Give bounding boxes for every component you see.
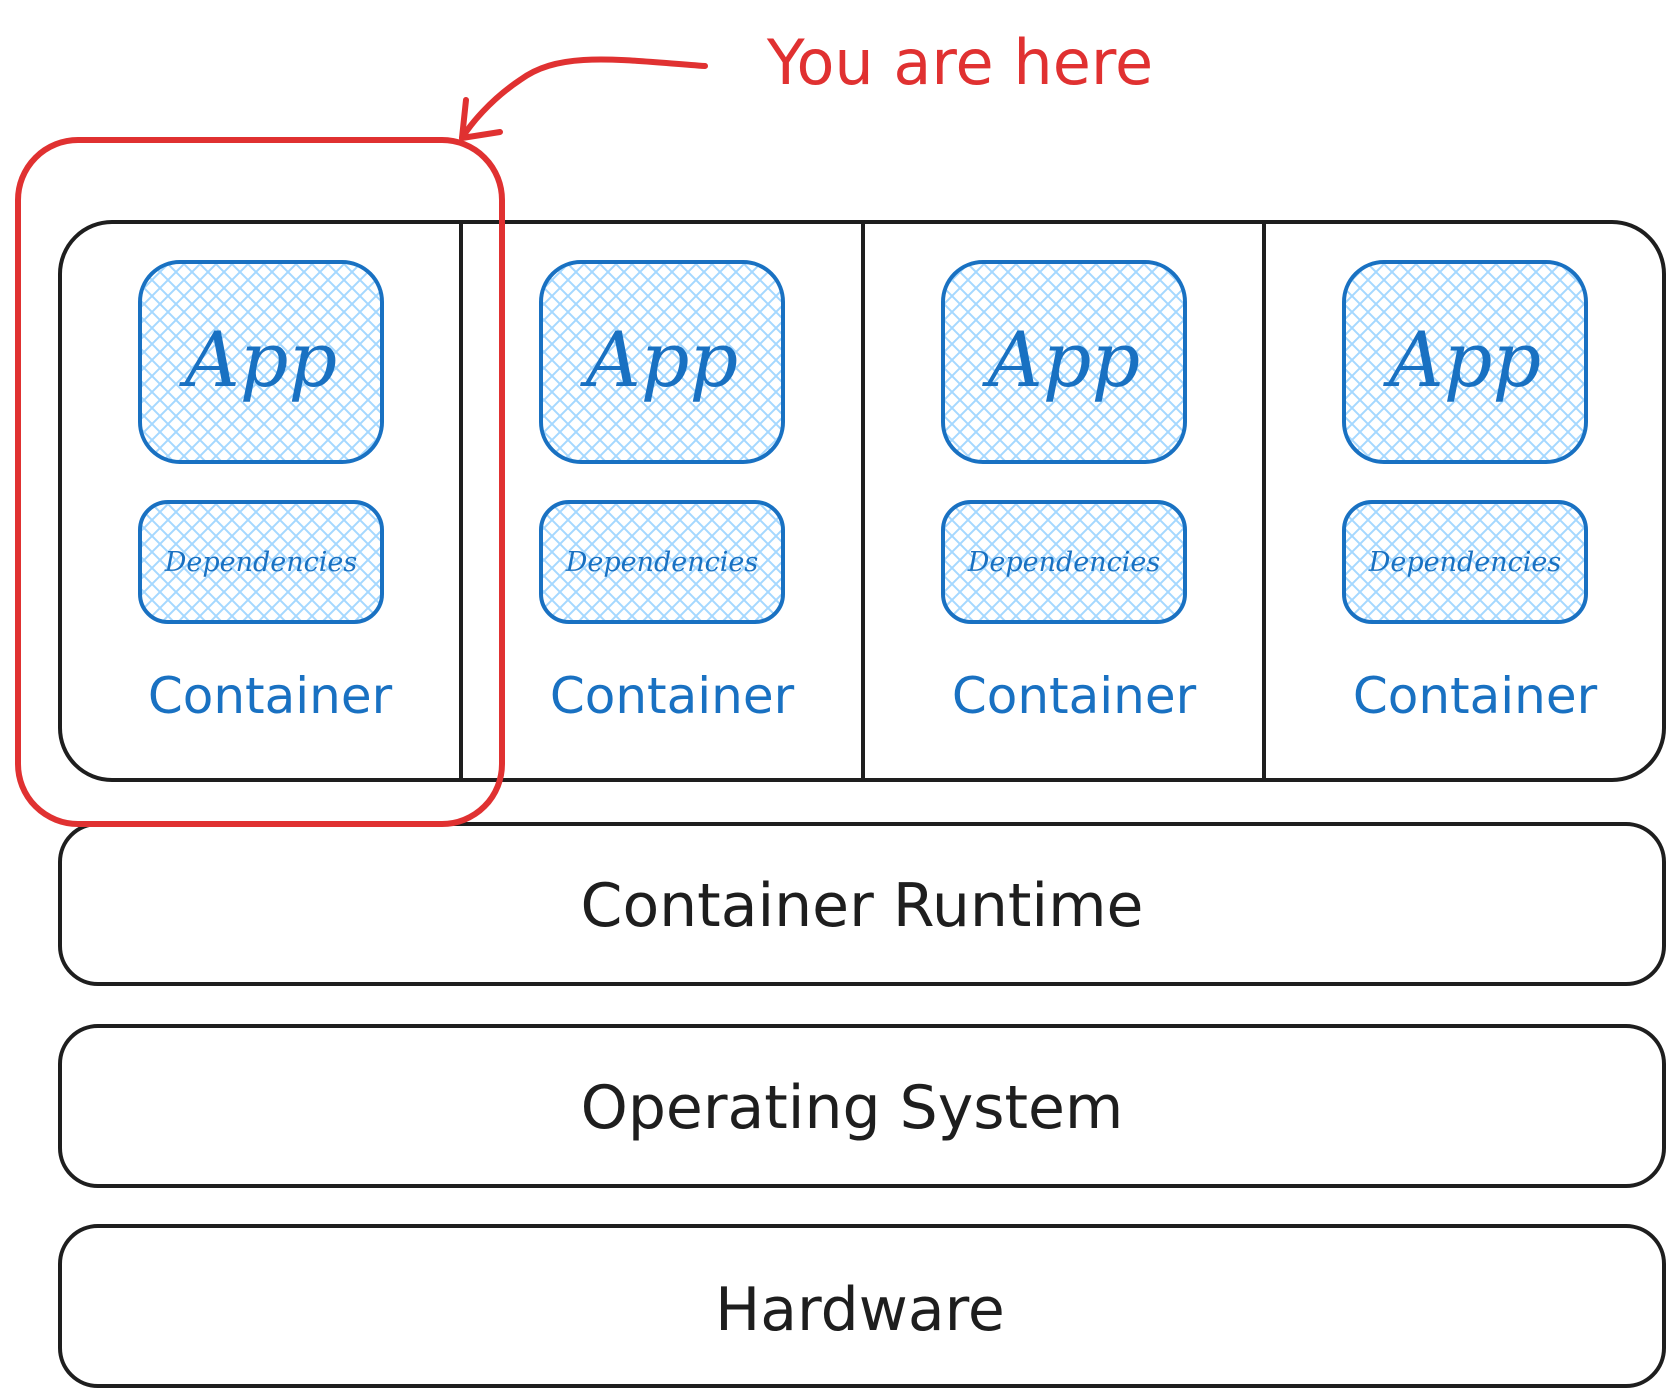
container-label: Container xyxy=(1353,667,1598,725)
container-cell: App Dependencies Container xyxy=(941,260,1197,725)
hardware-label: Hardware xyxy=(715,1275,1005,1345)
dependencies-box xyxy=(1342,500,1588,624)
app-label: App xyxy=(1383,315,1541,404)
app-label: App xyxy=(179,315,337,404)
app-box xyxy=(138,260,384,464)
app-box xyxy=(539,260,785,464)
annotation-arrow xyxy=(459,56,708,141)
container-label: Container xyxy=(952,667,1197,725)
dependencies-box xyxy=(539,500,785,624)
app-label: App xyxy=(580,315,738,404)
dependencies-label: Dependencies xyxy=(967,547,1161,578)
dependencies-label: Dependencies xyxy=(565,547,759,578)
operating-system-label: Operating System xyxy=(581,1073,1124,1143)
container-label: Container xyxy=(550,667,795,725)
container-cell: App Dependencies Container xyxy=(138,260,393,725)
app-box xyxy=(941,260,1187,464)
container-cell: App Dependencies Container xyxy=(1342,260,1598,725)
dependencies-label: Dependencies xyxy=(1368,547,1562,578)
container-label: Container xyxy=(148,667,393,725)
operating-system-layer xyxy=(58,1024,1666,1188)
container-cell: App Dependencies Container xyxy=(539,260,795,725)
arrowhead-icon xyxy=(459,97,503,141)
annotation-label: You are here xyxy=(766,26,1153,99)
dependencies-box xyxy=(138,500,384,624)
dependencies-label: Dependencies xyxy=(164,547,358,578)
container-runtime-layer xyxy=(58,822,1666,986)
app-box xyxy=(1342,260,1588,464)
highlight-outline xyxy=(15,137,505,827)
dependencies-box xyxy=(941,500,1187,624)
app-label: App xyxy=(982,315,1140,404)
hardware-layer xyxy=(58,1224,1666,1388)
container-runtime-label: Container Runtime xyxy=(581,871,1144,941)
